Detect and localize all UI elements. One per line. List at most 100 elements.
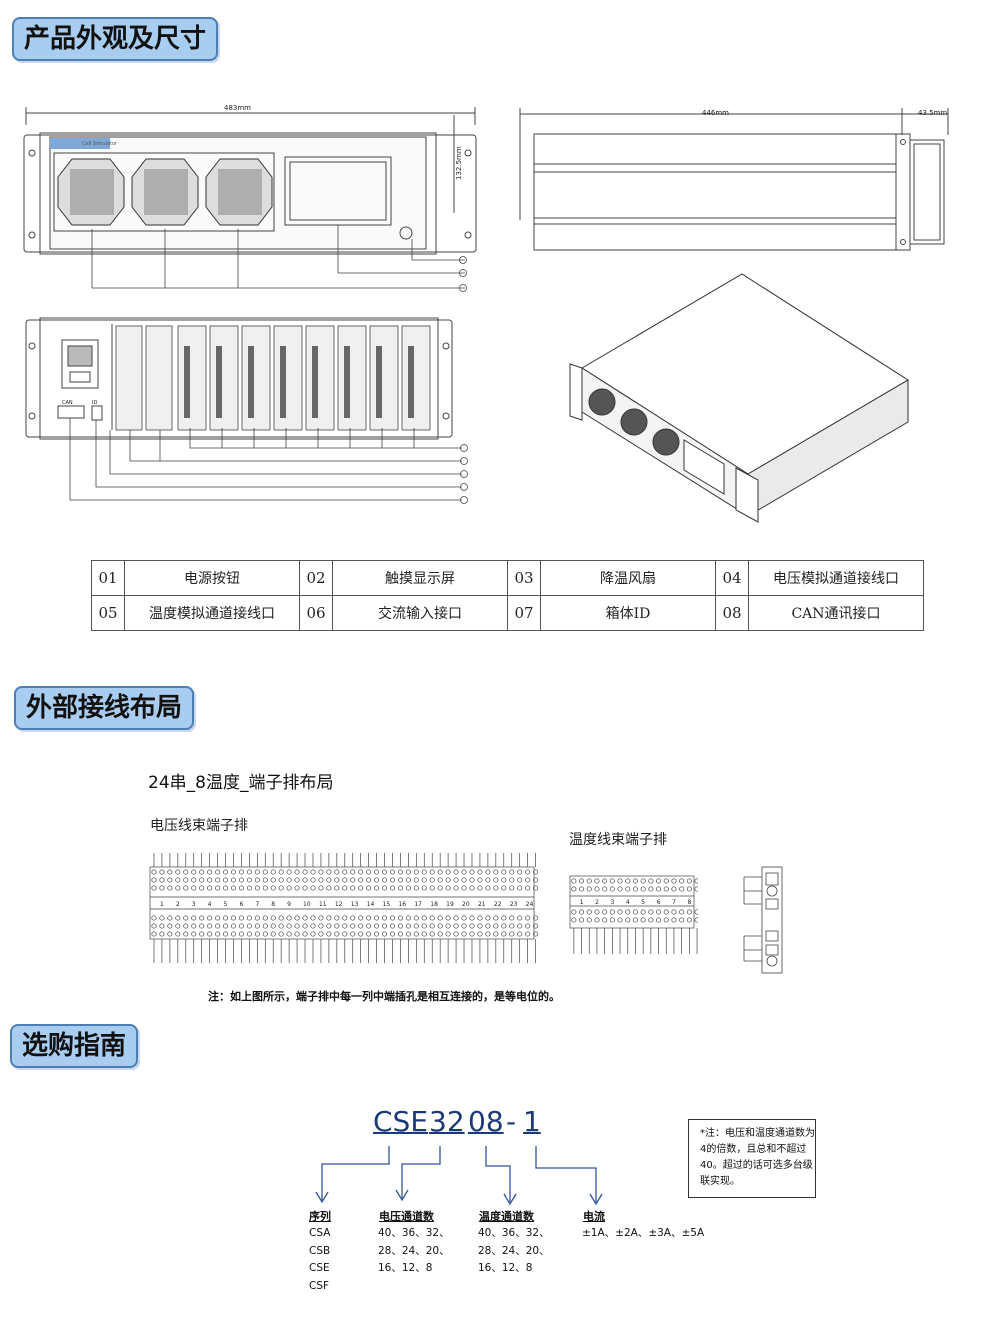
terminal-hole — [686, 886, 692, 892]
terminal-hole — [648, 878, 654, 884]
terminal-hole — [461, 885, 467, 891]
terminal-hole — [286, 877, 292, 883]
terminal-hole — [238, 877, 244, 883]
terminal-hole — [310, 877, 316, 883]
terminal-hole — [533, 923, 538, 929]
terminal-hole — [358, 885, 364, 891]
terminal-hole — [663, 909, 669, 915]
model-dash: - — [506, 1105, 517, 1138]
terminal-hole — [374, 869, 380, 875]
terminal-hole — [469, 931, 475, 937]
terminal-hole — [617, 917, 623, 923]
terminal-hole — [579, 917, 585, 923]
terminal-hole — [246, 885, 252, 891]
terminal-hole — [421, 885, 427, 891]
table-cell-num: 04 — [715, 560, 749, 596]
terminal-hole — [509, 885, 515, 891]
terminal-hole — [246, 931, 252, 937]
terminal-hole — [501, 915, 507, 921]
terminal-hole — [648, 909, 654, 915]
terminal-hole — [517, 923, 523, 929]
terminal-hole — [222, 915, 229, 921]
terminal-hole — [461, 923, 467, 929]
terminal-hole — [350, 885, 356, 891]
terminal-hole — [501, 923, 507, 929]
terminal-hole — [366, 877, 372, 883]
terminal-hole — [167, 923, 173, 929]
terminal-hole — [238, 923, 244, 929]
terminal-hole — [671, 909, 677, 915]
terminal-hole — [342, 923, 348, 929]
terminal-hole — [397, 885, 403, 891]
terminal-hole — [493, 915, 499, 921]
terminal-hole — [405, 885, 411, 891]
terminal-hole — [175, 877, 181, 883]
terminal-hole — [230, 869, 237, 875]
terminal-hole — [286, 923, 292, 929]
channel-number: 8 — [271, 901, 275, 908]
terminal-hole — [167, 915, 173, 921]
brand-label: Cell Simulator — [82, 141, 118, 147]
terminal-hole — [334, 885, 340, 891]
terminal-hole — [686, 878, 692, 884]
terminal-hole — [493, 931, 499, 937]
channel-number: 11 — [319, 901, 327, 908]
terminal-hole — [663, 878, 669, 884]
terminal-hole — [389, 931, 396, 937]
terminal-hole — [517, 877, 523, 883]
channel-number: 1 — [580, 899, 584, 906]
terminal-hole — [238, 885, 244, 891]
terminal-hole — [286, 885, 292, 891]
terminal-hole — [413, 885, 419, 891]
terminal-hole — [381, 877, 388, 883]
terminal-hole — [310, 923, 316, 929]
terminal-hole — [191, 869, 197, 875]
channel-number: 6 — [657, 899, 661, 906]
terminal-hole — [326, 869, 332, 875]
column-voltage-list: 40、36、32、 28、24、20、 16、12、8 — [378, 1225, 450, 1278]
terminal-hole — [445, 931, 451, 937]
terminal-hole — [389, 915, 396, 921]
channel-number: 16 — [398, 901, 406, 908]
column-series-list: CSA CSB CSE CSF — [309, 1225, 330, 1295]
terminal-hole — [254, 877, 260, 883]
terminal-hole — [469, 869, 475, 875]
terminal-hole — [167, 931, 173, 937]
terminal-hole — [640, 909, 646, 915]
terminal-hole — [656, 878, 662, 884]
terminal-hole — [199, 923, 205, 929]
terminal-hole — [159, 869, 165, 875]
terminal-hole — [477, 931, 483, 937]
terminal-hole — [525, 915, 531, 921]
terminal-hole — [159, 915, 165, 921]
terminal-hole — [663, 886, 669, 892]
terminal-hole — [453, 885, 459, 891]
terminal-hole — [429, 923, 435, 929]
model-current-code: 1 — [523, 1105, 541, 1138]
channel-number: 14 — [367, 901, 375, 908]
terminal-hole — [533, 915, 538, 921]
table-cell-name: 电压模拟通道接线口 — [748, 560, 924, 596]
terminal-hole — [437, 923, 443, 929]
terminal-hole — [199, 877, 205, 883]
terminal-hole — [437, 869, 443, 875]
model-voltage-code: 32 — [429, 1105, 465, 1138]
terminal-hole — [222, 931, 229, 937]
list-item: CSB — [309, 1244, 331, 1257]
terminal-hole — [262, 923, 268, 929]
terminal-hole — [445, 877, 451, 883]
terminal-hole — [640, 878, 646, 884]
terminal-hole — [230, 877, 237, 883]
section-title-purchase: 选购指南 — [10, 1024, 139, 1068]
column-head-current: 电流 — [583, 1210, 605, 1223]
terminal-hole — [648, 917, 654, 923]
terminal-hole — [167, 869, 173, 875]
terminal-hole — [602, 909, 608, 915]
terminal-hole — [663, 917, 669, 923]
table-cell-num: 08 — [715, 595, 749, 631]
terminal-note: 注：如上图所示，端子排中每一列中端插孔是相互连接的，是等电位的。 — [208, 990, 560, 1003]
terminal-hole — [342, 877, 348, 883]
terminal-hole — [302, 877, 308, 883]
terminal-hole — [525, 931, 531, 937]
terminal-hole — [342, 931, 348, 937]
